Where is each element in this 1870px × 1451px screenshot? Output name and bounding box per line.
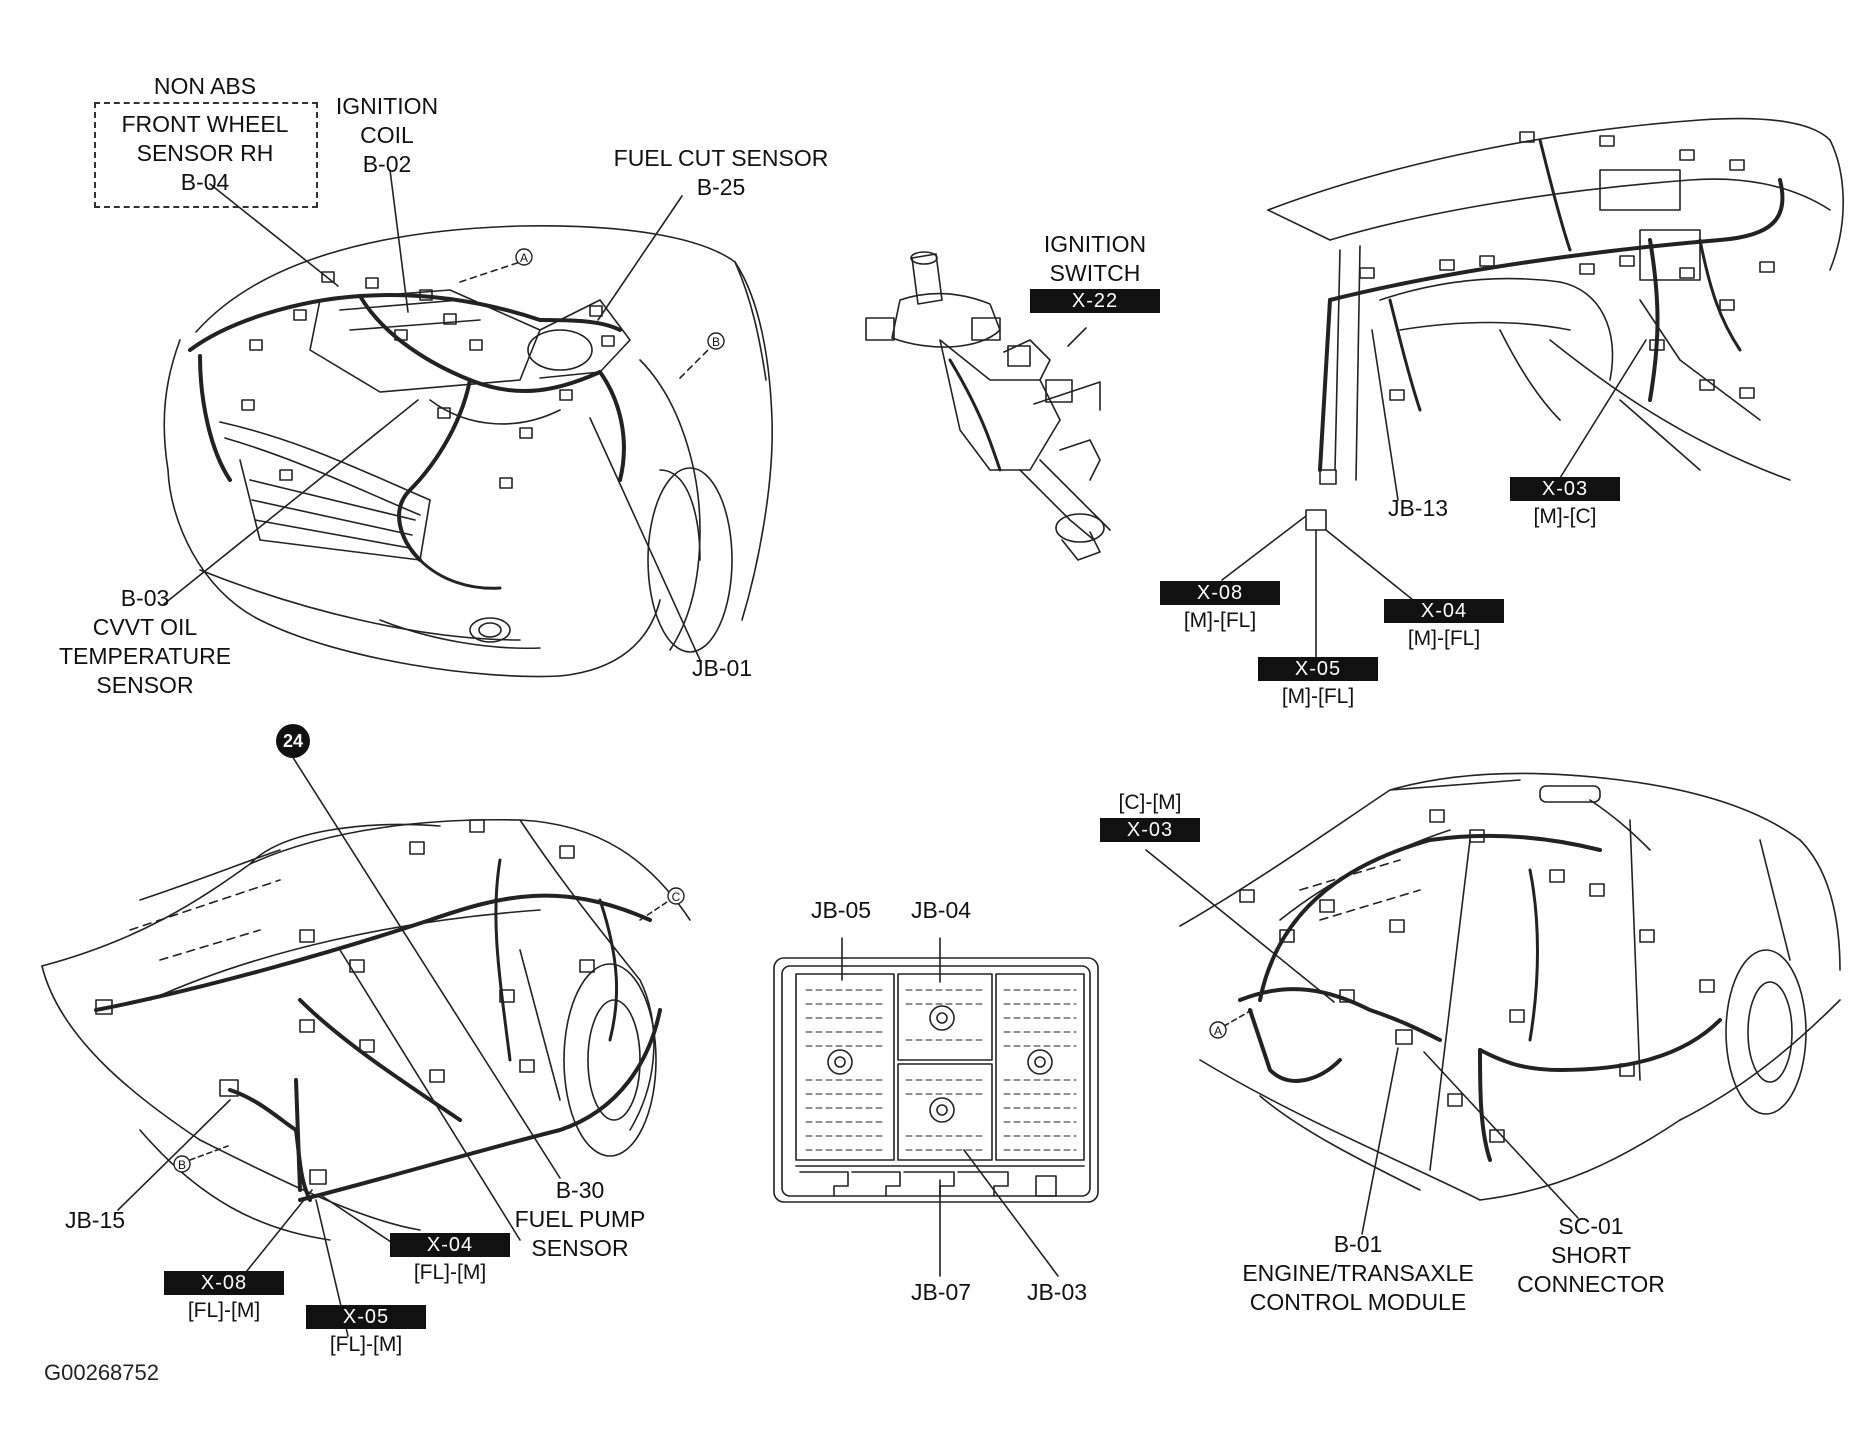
non-abs-note: NON ABS (153, 73, 257, 99)
steering-column-illustration (865, 251, 1111, 561)
circled-marker-a-front: A (515, 248, 533, 266)
svg-text:C: C (672, 890, 681, 904)
dashboard-illustration (1221, 117, 1844, 661)
ignition-switch-label: IGNITION SWITCH X-22 (1030, 230, 1160, 314)
engine-transaxle-control-module-label: B-01 ENGINE/TRANSAXLE CONTROL MODULE (1242, 1231, 1474, 1315)
jb-05-label: JB-05 (810, 897, 872, 923)
right-x03-tag: X-03 (1100, 818, 1200, 842)
dash-x03-label: X-03 [M]-[C] (1510, 476, 1620, 531)
left-x04-label: X-04 [FL]-[M] (390, 1232, 510, 1287)
circled-marker-b-front: B (707, 332, 725, 350)
svg-text:A: A (1214, 1024, 1222, 1038)
figure-code: G00268752 (44, 1360, 159, 1385)
front-wheel-sensor-label: FRONT WHEEL SENSOR RH B-04 (121, 111, 289, 195)
left-x05-label: X-05 [FL]-[M] (306, 1304, 426, 1359)
left-side-car-illustration (41, 755, 691, 1337)
svg-text:B: B (178, 1158, 186, 1172)
junction-box-illustration (773, 937, 1099, 1277)
svg-text:A: A (520, 251, 528, 265)
circled-marker-b-left: B (173, 1155, 191, 1173)
circled-marker-c-left: C (667, 887, 685, 905)
jb-03-label: JB-03 (1026, 1279, 1088, 1305)
dash-x08-tag: X-08 (1160, 581, 1280, 605)
left-x08-label: X-08 [FL]-[M] (164, 1270, 284, 1325)
non-abs-dashed-box (94, 102, 318, 208)
dash-x04-label: X-04 [M]-[FL] (1384, 598, 1504, 653)
ignition-switch-tag: X-22 (1030, 289, 1160, 313)
ignition-coil-label: IGNITION COIL B-02 (335, 93, 439, 177)
left-x08-tag: X-08 (164, 1271, 284, 1295)
dash-x03-tag: X-03 (1510, 477, 1620, 501)
circled-marker-a-right: A (1209, 1021, 1227, 1039)
short-connector-label: SC-01 SHORT CONNECTOR (1517, 1213, 1665, 1297)
reference-badge-24: 24 (276, 724, 310, 758)
fuel-cut-sensor-label: FUEL CUT SENSOR B-25 (613, 145, 829, 200)
dash-x05-tag: X-05 (1258, 657, 1378, 681)
dash-x04-tag: X-04 (1384, 599, 1504, 623)
jb-04-label: JB-04 (910, 897, 972, 923)
right-x03-label: [C]-[M] X-03 (1100, 788, 1200, 843)
svg-text:B: B (712, 335, 720, 349)
fuel-pump-sensor-label: B-30 FUEL PUMP SENSOR (514, 1177, 646, 1261)
jb-15-label: JB-15 (64, 1207, 126, 1233)
right-side-car-illustration (1145, 772, 1841, 1235)
jb-13-label: JB-13 (1387, 495, 1449, 521)
left-x05-tag: X-05 (306, 1305, 426, 1329)
dash-x05-label: X-05 [M]-[FL] (1258, 656, 1378, 711)
dash-x08-label: X-08 [M]-[FL] (1160, 580, 1280, 635)
jb-01-label: JB-01 (691, 655, 753, 681)
engine-bay-illustration (163, 169, 773, 678)
jb-07-label: JB-07 (910, 1279, 972, 1305)
left-x04-tag: X-04 (390, 1233, 510, 1257)
cvvt-oil-temperature-sensor-label: B-03 CVVT OIL TEMPERATURE SENSOR (58, 585, 232, 698)
